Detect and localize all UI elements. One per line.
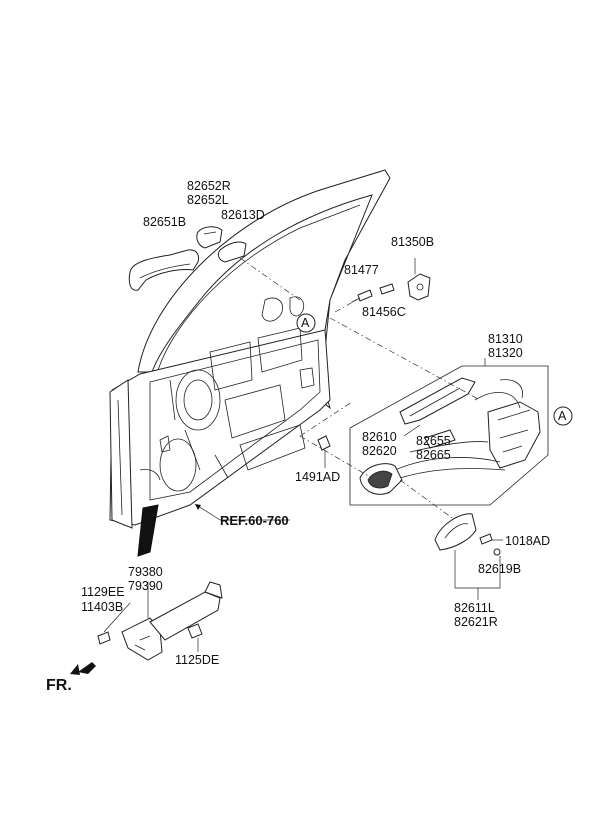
dashline — [299, 401, 353, 437]
callout-circle — [553, 406, 573, 426]
front-arrow-icon — [70, 662, 100, 675]
inside-handle-82610 — [359, 463, 403, 495]
door-frame — [109, 169, 391, 557]
part-label-79390: 79390 — [128, 579, 163, 593]
door-checker-79380 — [121, 581, 223, 661]
part-label-81320: 81320 — [488, 346, 523, 360]
leader — [403, 424, 421, 437]
part-label-1018AD: 1018AD — [505, 534, 550, 548]
part-label-82620: 82620 — [362, 444, 397, 458]
part-label-82621R: 82621R — [454, 615, 498, 629]
part-label-81350B: 81350B — [391, 235, 434, 249]
ref-label: REF.60-760 — [220, 513, 289, 528]
part-label-82610: 82610 — [362, 430, 397, 444]
callout-a-door: A — [301, 316, 310, 330]
bolt-1129EE — [97, 631, 111, 645]
bracket — [454, 550, 501, 589]
screw-1018AD — [479, 533, 493, 545]
part-label-82651B: 82651B — [143, 215, 186, 229]
part-label-82619B: 82619B — [478, 562, 521, 576]
ref-arrow — [194, 503, 290, 521]
part-label-82652R: 82652R — [187, 179, 231, 193]
screw-81456C — [379, 283, 395, 295]
inside-handle-bezel — [434, 513, 477, 551]
part-label-82611L: 82611L — [454, 601, 495, 615]
dashline — [334, 297, 361, 313]
handle-cover-82652 — [196, 226, 223, 249]
dashline — [239, 257, 301, 301]
part-label-1129EE: 1129EE — [81, 585, 125, 599]
clip-1491AD — [317, 435, 331, 451]
dashline — [299, 435, 373, 479]
callout-a-latch: A — [558, 409, 567, 423]
part-label-82613D: 82613D — [221, 208, 265, 222]
front-direction-label: FR. — [46, 677, 72, 694]
cap-82619B — [493, 548, 501, 556]
dashline — [399, 479, 456, 521]
latch-assembly-box — [349, 365, 549, 506]
part-label-81310: 81310 — [488, 332, 523, 346]
part-label-11403B: 11403B — [81, 600, 123, 614]
part-label-1125DE: 1125DE — [175, 653, 219, 667]
handle-cap-82613D — [217, 241, 247, 263]
screw-81477 — [351, 289, 373, 303]
dashline — [329, 317, 481, 401]
outside-handle-82651B — [128, 249, 199, 291]
bolt-1125DE — [187, 623, 203, 639]
callout-circle — [296, 313, 316, 333]
striker-81350B — [407, 273, 431, 301]
part-label-82655: 82655 — [416, 434, 451, 448]
part-label-81456C: 81456C — [362, 305, 406, 319]
part-label-82665: 82665 — [416, 448, 451, 462]
part-label-81477: 81477 — [344, 263, 379, 277]
part-label-79380: 79380 — [128, 565, 163, 579]
part-label-1491AD: 1491AD — [295, 470, 340, 484]
part-label-82652L: 82652L — [187, 193, 229, 207]
leader — [103, 602, 131, 633]
